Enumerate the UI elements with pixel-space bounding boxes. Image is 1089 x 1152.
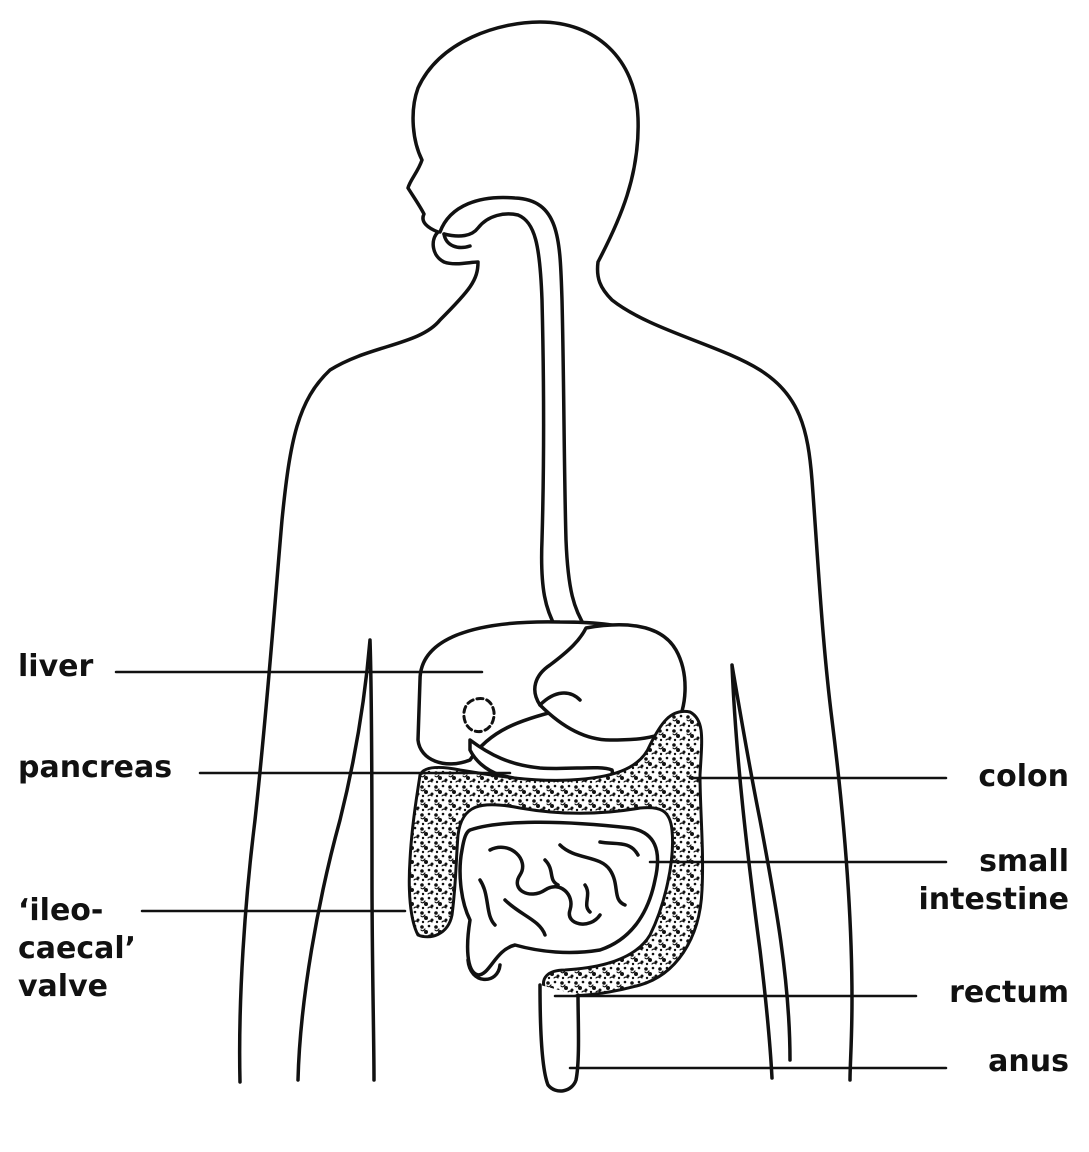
oesophagus xyxy=(438,195,588,630)
stomach xyxy=(533,623,687,742)
head-and-torso-outline xyxy=(237,20,854,1084)
right-inner-arm-line xyxy=(730,663,792,1080)
label-ileo-line3: valve xyxy=(18,969,108,1004)
label-small-line2: intestine xyxy=(918,882,1069,917)
left-inner-arm-line xyxy=(296,638,376,1082)
label-small-line1: small xyxy=(979,844,1069,879)
label-anus: anus xyxy=(988,1044,1069,1079)
label-ileo-line2: caecal’ xyxy=(18,931,137,966)
leader-lines xyxy=(114,670,948,1070)
label-ileo-caecal-valve: ‘ileo- caecal’ valve xyxy=(18,892,136,1006)
label-ileo-line1: ‘ileo- xyxy=(18,893,104,928)
body-outline xyxy=(237,20,854,1084)
label-pancreas: pancreas xyxy=(18,750,173,785)
colon xyxy=(407,709,705,998)
label-small-intestine: small intestine xyxy=(918,843,1069,919)
label-colon: colon xyxy=(978,759,1069,794)
rectum-anus xyxy=(538,983,581,1093)
small-intestine xyxy=(458,820,660,982)
label-liver: liver xyxy=(18,649,94,684)
label-rectum: rectum xyxy=(949,975,1069,1010)
